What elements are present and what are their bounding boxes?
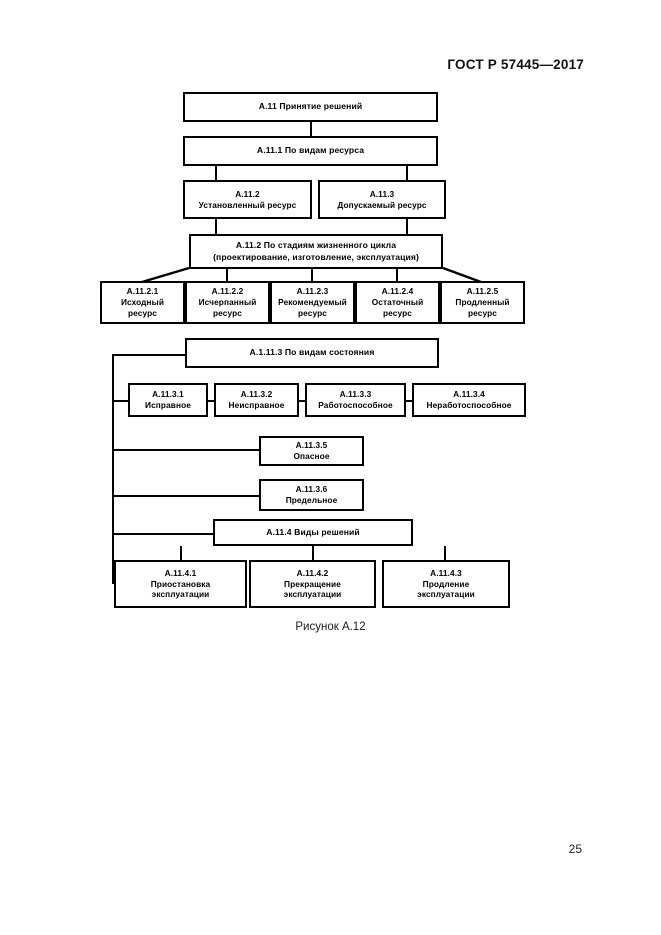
node-a112-established-resource[interactable]: А.11.2 Установленный ресурс xyxy=(183,180,312,219)
connector-a114-stem-1 xyxy=(180,546,183,560)
node-label: А.11.3 Допускаемый ресурс xyxy=(337,188,427,210)
connector-lifecycle-diagonals xyxy=(141,266,482,284)
node-label: А.11.2.5 Продленный ресурс xyxy=(455,286,510,318)
node-a1125-extended-resource[interactable]: А.11.2.5 Продленный ресурс xyxy=(440,281,525,324)
node-label: А.11.3.3 Работоспособное xyxy=(318,389,393,410)
connector-a1133-a1134 xyxy=(404,400,414,403)
node-a1113-by-state-type[interactable]: А.1.11.3 По видам состояния xyxy=(185,338,439,368)
node-label: А.11.2.2 Исчерпанный ресурс xyxy=(198,286,257,318)
node-label: А.11.3.5 Опасное xyxy=(293,440,330,461)
trunk-branch-to-a1131 xyxy=(112,400,130,403)
connector-a111-to-a112 xyxy=(215,166,218,180)
figure-caption: Рисунок А.12 xyxy=(295,621,366,633)
node-a1131-serviceable[interactable]: А.11.3.1 Исправное xyxy=(128,383,208,417)
node-a1136-limiting[interactable]: А.11.3.6 Предельное xyxy=(259,479,364,511)
node-a1143-extend-operation[interactable]: А.11.4.3 Продление эксплуатации xyxy=(382,560,510,608)
trunk-branch-to-by-state xyxy=(112,354,187,357)
node-label: А.11 Принятие решений xyxy=(258,101,363,112)
node-a1142-terminate-operation[interactable]: А.11.4.2 Прекращение эксплуатации xyxy=(249,560,376,608)
node-a1133-operable[interactable]: А.11.3.3 Работоспособное xyxy=(305,383,406,417)
node-label: А.11.2.4 Остаточный ресурс xyxy=(371,286,424,318)
node-a1123-recommended-resource[interactable]: А.11.2.3 Рекомендуемый ресурс xyxy=(270,281,355,324)
node-a11-decision-making[interactable]: А.11 Принятие решений xyxy=(183,92,438,122)
node-a1135-hazardous[interactable]: А.11.3.5 Опасное xyxy=(259,436,364,466)
node-a1121-initial-resource[interactable]: А.11.2.1 Исходный ресурс xyxy=(100,281,185,324)
node-label: А.11.3.6 Предельное xyxy=(285,484,338,505)
connector-lifecycle-stem-4 xyxy=(396,268,399,282)
figure-a12-diagram: А.11 Принятие решений А.11.1 По видам ре… xyxy=(100,92,526,608)
node-label: А.11.4.1 Приостановка эксплуатации xyxy=(150,567,211,600)
node-label: А.11.2.1 Исходный ресурс xyxy=(120,286,165,318)
node-label: А.11.3.2 Неисправное xyxy=(228,389,285,410)
connector-a11-to-a111 xyxy=(310,121,313,137)
node-label: А.11.1 По видам ресурса xyxy=(256,145,365,156)
page-header-standard-number: ГОСТ Р 57445—2017 xyxy=(447,57,584,72)
page-number: 25 xyxy=(568,842,582,856)
connector-lifecycle-stem-2 xyxy=(226,268,229,282)
node-a112-lifecycle-stages[interactable]: А.11.2 По стадиям жизненного цикла (прое… xyxy=(189,234,443,269)
node-label: А.11.2 Установленный ресурс xyxy=(198,188,297,210)
node-label: А.11.4.2 Прекращение эксплуатации xyxy=(283,567,342,600)
connector-a112-to-lifecycle xyxy=(215,218,218,234)
trunk-branch-to-a1136 xyxy=(112,495,260,498)
trunk-branch-to-a114 xyxy=(112,533,215,536)
connector-a1131-a1132 xyxy=(206,400,216,403)
node-a1132-unserviceable[interactable]: А.11.3.2 Неисправное xyxy=(214,383,299,417)
node-a113-permissible-resource[interactable]: А.11.3 Допускаемый ресурс xyxy=(318,180,446,219)
connector-a113-to-lifecycle xyxy=(406,218,409,234)
node-label: А.11.4.3 Продление эксплуатации xyxy=(417,567,475,600)
node-a111-by-resource-type[interactable]: А.11.1 По видам ресурса xyxy=(183,136,438,166)
trunk-branch-to-a1135 xyxy=(112,449,260,452)
connector-a114-stem-3 xyxy=(444,546,447,560)
node-a1134-inoperable[interactable]: А.11.3.4 Неработоспособное xyxy=(412,383,526,417)
node-label: А.1.11.3 По видам состояния xyxy=(249,347,375,358)
connector-a1132-a1133 xyxy=(297,400,307,403)
node-a114-decision-types[interactable]: А.11.4 Виды решений xyxy=(213,519,413,546)
node-label: А.11.2 По стадиям жизненного цикла (прое… xyxy=(213,240,419,262)
node-a1124-residual-resource[interactable]: А.11.2.4 Остаточный ресурс xyxy=(355,281,440,324)
node-a1141-suspend-operation[interactable]: А.11.4.1 Приостановка эксплуатации xyxy=(114,560,247,608)
state-trunk-vertical xyxy=(112,354,115,584)
connector-a111-to-a113 xyxy=(406,166,409,180)
node-a1122-exhausted-resource[interactable]: А.11.2.2 Исчерпанный ресурс xyxy=(185,281,270,324)
node-label: А.11.4 Виды решений xyxy=(266,526,360,537)
node-label: А.11.3.4 Неработоспособное xyxy=(426,389,512,410)
connector-a114-stem-2 xyxy=(312,546,315,560)
node-label: А.11.2.3 Рекомендуемый ресурс xyxy=(278,286,347,318)
node-label: А.11.3.1 Исправное xyxy=(145,389,191,410)
connector-lifecycle-stem-3 xyxy=(311,268,314,282)
